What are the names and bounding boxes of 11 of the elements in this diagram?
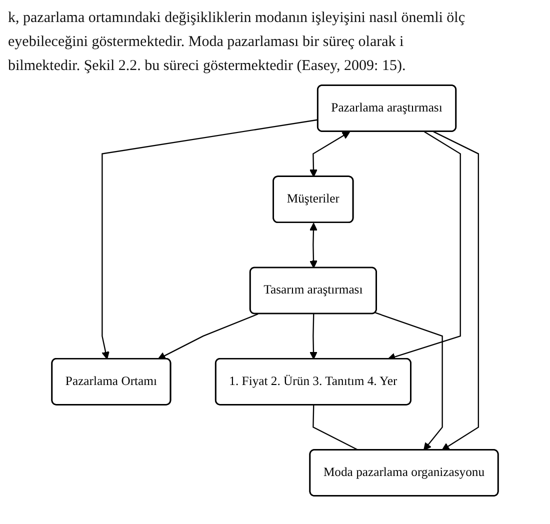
arrow [310, 314, 318, 360]
body-text: k, pazarlama ortamındaki değişikliklerin modanın işleyişini nasıl önemli ölç [8, 9, 466, 28]
arrow [375, 312, 443, 451]
body-text: eyebileceğini göstermektedir. Moda pazarlaması bir süreç olarak i [8, 33, 405, 52]
arrow [310, 222, 318, 268]
arrow [310, 132, 350, 178]
connector [312, 405, 359, 451]
arrow [433, 131, 479, 451]
arrow [158, 313, 258, 360]
arrow [102, 119, 318, 360]
body-text: bilmektedir. Şekil 2.2. bu süreci göstermektedir (Easey, 2009: 15). [8, 57, 407, 76]
